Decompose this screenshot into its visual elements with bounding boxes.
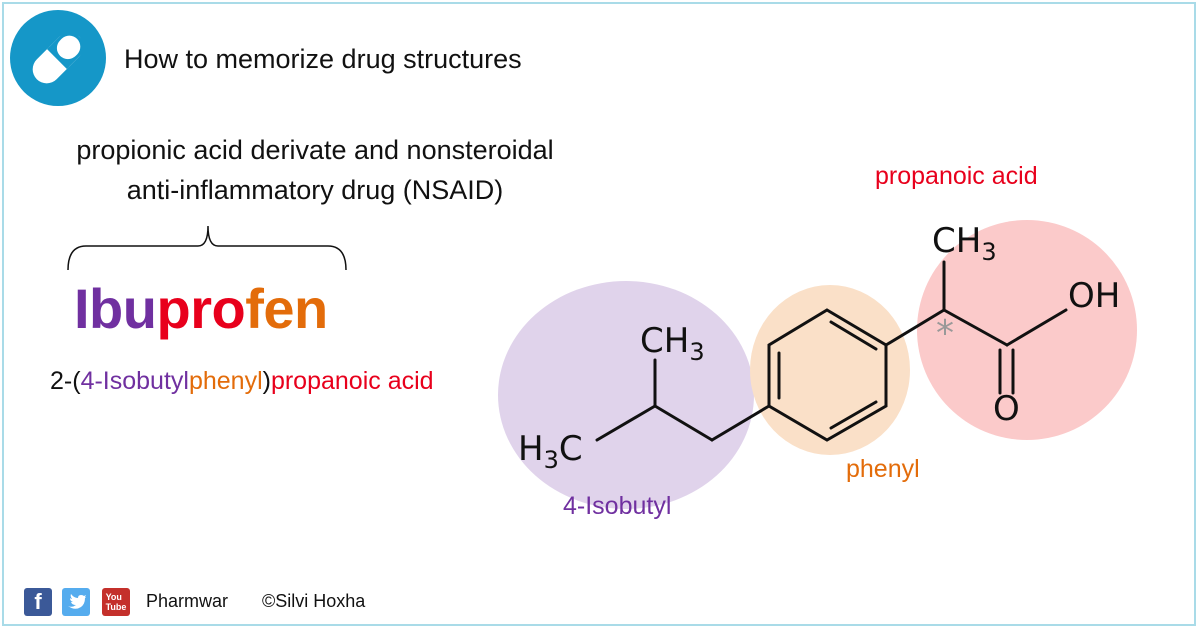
- atom-oh: OH: [1068, 276, 1120, 316]
- atom-o: O: [993, 389, 1020, 429]
- drug-name-part-2: pro: [156, 277, 246, 340]
- label-propanoic-acid: propanoic acid: [875, 162, 1038, 190]
- pill-capsule-icon: [10, 10, 106, 106]
- curly-brace: [67, 225, 347, 271]
- iupac-close: ): [262, 367, 271, 395]
- atom-h3c: H3C: [518, 429, 583, 474]
- drug-name-part-1: Ibu: [74, 277, 157, 340]
- isobutyl-highlight: [498, 281, 754, 509]
- iupac-name: 2-(4-Isobutylphenyl)propanoic acid: [50, 364, 470, 398]
- description-line-1: propionic acid derivate and nonsteroidal: [76, 135, 554, 165]
- atom-ch3-mid: CH3: [640, 321, 705, 366]
- twitter-icon[interactable]: [62, 588, 90, 616]
- facebook-icon[interactable]: f: [24, 588, 52, 616]
- label-isobutyl: 4-Isobutyl: [563, 492, 671, 520]
- chiral-center-mark: *: [936, 313, 954, 354]
- iupac-prefix: 2-(: [50, 367, 81, 395]
- acid-highlight: [917, 220, 1137, 440]
- phenyl-highlight: [750, 285, 910, 455]
- atom-ch3-top: CH3: [932, 221, 997, 266]
- label-phenyl: phenyl: [846, 455, 920, 483]
- drug-description: propionic acid derivate and nonsteroidal…: [40, 130, 590, 210]
- description-line-2: anti-inflammatory drug (NSAID): [126, 175, 504, 205]
- drug-name: Ibuprofen: [74, 276, 328, 341]
- iupac-acid: propanoic acid: [270, 367, 434, 395]
- copyright: ©Silvi Hoxha: [262, 591, 366, 611]
- iupac-isobutyl: 4-Isobutyl: [80, 367, 189, 395]
- page-title: How to memorize drug structures: [124, 44, 522, 74]
- site-name[interactable]: Pharmwar: [146, 591, 229, 611]
- drug-name-part-3: fen: [245, 277, 328, 340]
- iupac-phenyl: phenyl: [188, 367, 263, 395]
- ibuprofen-structure: CH3 OH O CH3 H3C * propanoic acid phenyl…: [498, 162, 1137, 520]
